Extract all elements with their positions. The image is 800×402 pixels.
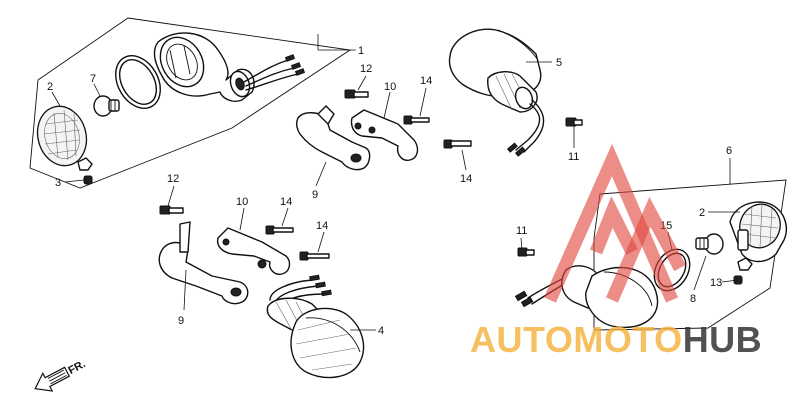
lens-2-top-left (36, 105, 88, 167)
bolt-14-center (443, 139, 472, 149)
bracket-10-top (350, 109, 419, 161)
callout-14-bottom-b: 14 (316, 220, 328, 232)
gasket-ring-top-left (115, 55, 161, 109)
callout-2-right: 2 (699, 207, 705, 219)
screw-11-right (517, 247, 535, 257)
watermark-logo-triangles (544, 143, 686, 303)
screw-11-top (565, 117, 583, 127)
bulb-8 (695, 233, 724, 255)
bolt-14-bottom-b (299, 251, 330, 261)
callout-7: 7 (90, 73, 96, 85)
callout-6: 6 (726, 145, 732, 157)
callout-14-top: 14 (420, 75, 432, 87)
callout-12-bottom: 12 (167, 173, 179, 185)
bracket-9-bottom (158, 221, 249, 305)
direction-label: FR. (66, 358, 87, 377)
callout-11-right: 11 (516, 225, 527, 237)
automotohub-watermark: AUTOMOTOHUB (470, 143, 762, 360)
leader-lines (51, 34, 740, 331)
callout-9-bottom: 9 (178, 315, 184, 327)
nut-3 (77, 157, 93, 185)
housing-1 (153, 32, 255, 102)
signal-light-5 (448, 28, 545, 157)
callout-12-top: 12 (360, 63, 372, 75)
callout-8: 8 (690, 293, 696, 305)
bolt-12-top (344, 89, 369, 99)
bulb-7 (93, 95, 120, 117)
bracket-10-bottom (216, 227, 291, 276)
callout-11-top: 11 (568, 151, 579, 163)
watermark-moto: MOTO (573, 319, 682, 360)
callout-2-left: 2 (47, 81, 53, 93)
watermark-hub: HUB (683, 319, 763, 360)
callout-4: 4 (378, 325, 384, 337)
callout-10-bottom: 10 (236, 196, 248, 208)
bolt-14-bottom-a (265, 225, 294, 235)
callout-5: 5 (556, 57, 562, 69)
callout-14-center: 14 (460, 173, 472, 185)
bolt-12-bottom (159, 205, 184, 215)
wires-housing-1 (243, 54, 306, 91)
callout-14-bottom-a: 14 (280, 196, 292, 208)
front-direction-arrow: FR. (34, 358, 88, 392)
bolt-14-top (403, 115, 430, 125)
assembly-6-frame (593, 179, 787, 331)
bracket-9-top (295, 105, 371, 171)
watermark-auto: AUTO (470, 319, 573, 360)
callout-1: 1 (358, 45, 364, 57)
callout-3: 3 (55, 177, 61, 189)
callout-13: 13 (710, 277, 722, 289)
callout-9-top: 9 (312, 189, 318, 201)
callouts: 1 2 7 3 12 10 14 9 5 11 14 6 2 15 8 13 1… (47, 45, 732, 337)
housing-right (514, 265, 659, 328)
lens-2-right (729, 201, 788, 263)
signal-light-4 (266, 274, 365, 379)
watermark-wordmark: AUTOMOTOHUB (470, 319, 762, 360)
callout-10-top: 10 (384, 81, 396, 93)
